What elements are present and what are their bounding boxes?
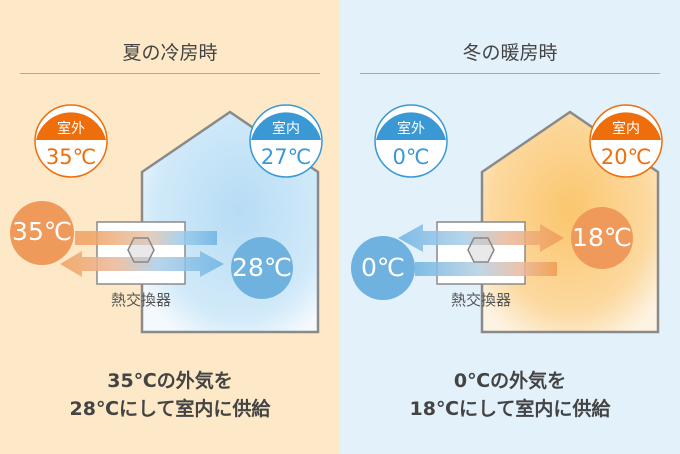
intake-temp: 35℃ [12, 217, 72, 246]
title-divider [360, 73, 660, 74]
heat-exchanger-label: 熱交換器 [450, 291, 512, 309]
indoor-temp: 27℃ [260, 145, 312, 169]
caption-line-2: 18℃にして室内に供給 [409, 398, 611, 420]
supply-temp: 18℃ [572, 223, 632, 252]
title-divider [20, 73, 320, 74]
intake-arrow [415, 262, 557, 276]
caption-line-2: 28℃にして室内に供給 [69, 398, 271, 420]
intake-temp: 0℃ [361, 253, 405, 282]
supply-temp: 28℃ [232, 253, 292, 282]
winter-title: 冬の暖房時 [462, 42, 558, 64]
summer-cooling-panel: 夏の冷房時 室外 35℃ 室内 27℃ 35℃ 28℃ 熱交換器 35℃の外気を… [0, 0, 340, 454]
caption-line-1: 35℃の外気を [107, 370, 233, 392]
summer-title: 夏の冷房時 [122, 42, 218, 64]
indoor-temp: 20℃ [600, 145, 652, 169]
supply-temp-circle [571, 207, 633, 269]
indoor-label: 室内 [272, 121, 300, 137]
heat-exchanger-label: 熱交換器 [110, 291, 172, 309]
outdoor-temp: 35℃ [45, 145, 97, 169]
summer-diagram [10, 104, 323, 334]
intake-temp-circle [351, 236, 415, 300]
supply-temp-circle [231, 237, 293, 299]
winter-diagram [351, 104, 663, 334]
outdoor-temp: 0℃ [392, 145, 430, 169]
intake-temp-circle [10, 201, 74, 265]
outdoor-label: 室外 [57, 121, 85, 137]
outdoor-label: 室外 [397, 121, 425, 137]
winter-heating-panel: 冬の暖房時 室外 0℃ 室内 20℃ 0℃ 18℃ 熱交換器 0℃の外気を 18… [340, 0, 680, 454]
caption-line-1: 0℃の外気を [453, 370, 567, 392]
indoor-label: 室内 [612, 121, 640, 137]
heat-exchanger-core-icon [467, 237, 495, 263]
heat-exchanger-core-icon [127, 237, 155, 263]
supply-arrow [60, 251, 224, 277]
